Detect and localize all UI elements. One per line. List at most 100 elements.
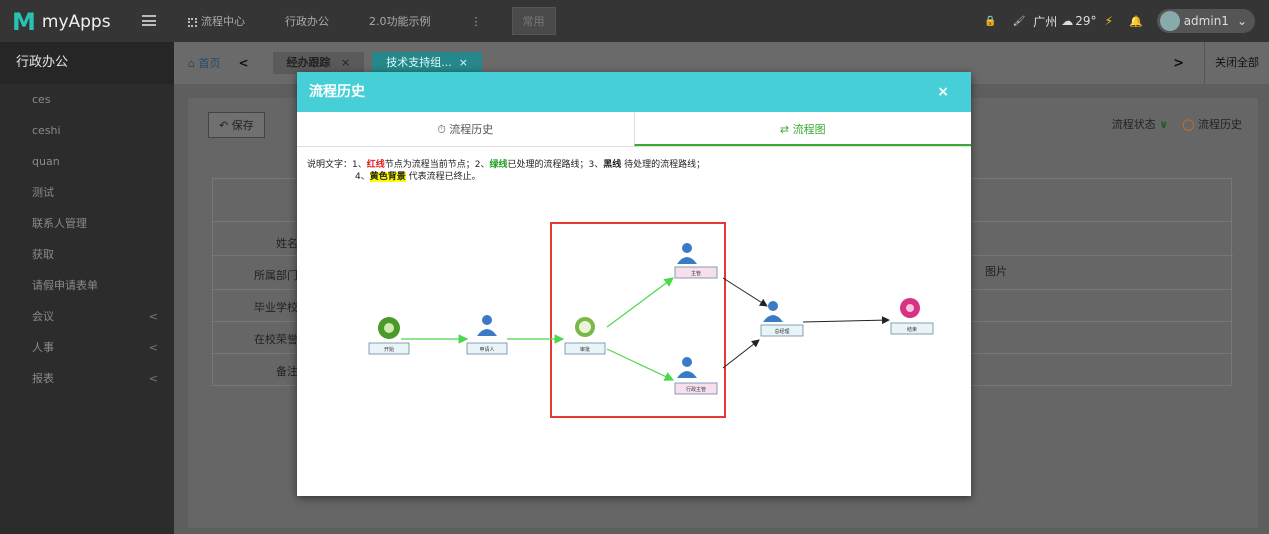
flow-history-button[interactable]: ◯ 流程历史 xyxy=(1182,116,1242,132)
bell-icon[interactable]: 🔔 xyxy=(1129,14,1143,28)
close-icon[interactable]: × xyxy=(937,84,949,100)
top-right: 🔒 🖌 广州 ☁ 29° ⚡ 🔔 admin1 ⌄ xyxy=(976,9,1255,33)
flow-status-label: 流程状态 xyxy=(1111,118,1156,131)
edge-approve-manager xyxy=(606,277,674,328)
history-icon: ◯ xyxy=(1182,118,1195,131)
bolt-icon[interactable]: ⚡ xyxy=(1104,14,1113,28)
node-admin-manager-label: 行政主管 xyxy=(686,386,706,393)
sidebar-item-label: quan xyxy=(32,155,60,168)
current-node-highlight xyxy=(550,222,726,418)
chevron-left-icon: < xyxy=(148,372,158,385)
sidebar-item-hr[interactable]: 人事 < xyxy=(0,332,174,363)
chevron-left-icon: < xyxy=(148,341,158,354)
tab-flow-diagram[interactable]: ⇄ 流程图 xyxy=(633,112,971,146)
nav-admin-office[interactable]: 行政办公 xyxy=(285,15,329,28)
avatar xyxy=(1159,11,1180,31)
image-label: 图片 xyxy=(985,265,1007,278)
save-label: 保存 xyxy=(231,119,254,132)
chevron-left-icon: < xyxy=(148,310,158,323)
tab-label: 流程图 xyxy=(792,123,826,136)
lock-icon[interactable]: 🔒 xyxy=(984,15,997,27)
sidebar-item-fetch[interactable]: 获取 xyxy=(0,239,174,270)
node-approve[interactable]: 审批 xyxy=(564,317,606,355)
top-nav: 流程中心 行政办公 2.0功能示例 ⋮ 常用 xyxy=(188,0,596,42)
chevron-down-icon: ∨ xyxy=(1159,118,1169,131)
node-applicant[interactable]: 申请人 xyxy=(466,315,508,355)
edge-approve-admin xyxy=(606,348,675,381)
sidebar-item-quan[interactable]: quan xyxy=(0,146,174,177)
tabs-bar: ⌂ 首页 < 经办跟踪 × 技术支持组... × > 关闭全部 xyxy=(174,42,1269,84)
chevron-down-icon: ⌄ xyxy=(1236,14,1247,28)
sidebar-item-label: 联系人管理 xyxy=(32,217,87,230)
desc-text: 说明文字：1、 xyxy=(307,160,367,170)
sidebar-item-leave-form[interactable]: 请假申请表单 xyxy=(0,270,174,301)
tab-label: 技术支持组... xyxy=(386,56,452,69)
node-start[interactable]: 开始 xyxy=(368,317,410,355)
flow-status-dropdown[interactable]: 流程状态 ∨ xyxy=(1112,116,1168,132)
node-manager-label: 主管 xyxy=(691,270,701,277)
menu-toggle-icon[interactable] xyxy=(142,15,156,26)
temperature: 29° xyxy=(1075,14,1097,28)
desc-black: 黑线 xyxy=(603,160,622,170)
tab-home-label: 首页 xyxy=(198,57,221,70)
username: admin1 xyxy=(1183,14,1229,28)
sidebar-item-ces[interactable]: ces xyxy=(0,84,174,115)
node-gm[interactable]: 总经理 xyxy=(760,301,804,337)
user-menu[interactable]: admin1 ⌄ xyxy=(1156,9,1255,33)
sidebar-item-label: ces xyxy=(32,93,51,106)
sidebar-item-test[interactable]: 测试 xyxy=(0,177,174,208)
edge-manager-gm xyxy=(722,277,768,307)
tab-tracking[interactable]: 经办跟踪 × xyxy=(272,52,365,74)
close-icon[interactable]: × xyxy=(458,56,468,69)
sidebar-item-reports[interactable]: 报表 < xyxy=(0,363,174,394)
status-bar: 流程状态 ∨ ◯ 流程历史 xyxy=(1112,116,1242,132)
node-start-label: 开始 xyxy=(384,346,394,353)
sidebar-item-label: 请假申请表单 xyxy=(32,279,98,292)
sidebar-item-label: 测试 xyxy=(32,186,54,199)
sidebar-item-label: 报表 xyxy=(32,372,54,385)
tab-home[interactable]: ⌂ 首页 xyxy=(188,57,221,70)
sidebar: 行政办公 ces ceshi quan 测试 联系人管理 获取 请假申请表单 会… xyxy=(0,42,174,534)
desc-text: 4、 xyxy=(355,172,370,182)
sidebar-item-label: ceshi xyxy=(32,124,61,137)
tab-label: 经办跟踪 xyxy=(286,56,331,69)
node-end[interactable]: 结束 xyxy=(890,298,934,335)
nav-process-center[interactable]: 流程中心 xyxy=(188,13,245,29)
clock-icon: ⏱ xyxy=(437,123,446,136)
top-bar: M myApps 流程中心 行政办公 2.0功能示例 ⋮ 常用 🔒 🖌 广州 ☁… xyxy=(0,0,1269,42)
node-admin-manager[interactable]: 行政主管 xyxy=(674,357,718,395)
desc-text: 待处理的流程路线； xyxy=(621,160,706,170)
node-applicant-label: 申请人 xyxy=(479,346,494,353)
legend-description: 说明文字：1、红线节点为流程当前节点；2、绿线已处理的流程路线；3、黑线 待处理… xyxy=(297,147,971,183)
tab-flow-history[interactable]: ⏱ 流程历史 xyxy=(297,112,634,146)
tabs-scroll-left-icon[interactable]: < xyxy=(238,56,249,70)
city-label: 广州 xyxy=(1033,14,1058,29)
tab-tech-support[interactable]: 技术支持组... × xyxy=(372,52,482,74)
node-end-label: 结束 xyxy=(907,326,917,333)
logo[interactable]: M myApps xyxy=(12,8,111,36)
logo-mark: M xyxy=(12,8,36,36)
field-honor-label: 在校荣誉 xyxy=(254,333,298,346)
sidebar-item-meeting[interactable]: 会议< xyxy=(0,301,174,332)
desc-green: 绿线 xyxy=(489,160,508,170)
node-manager[interactable]: 主管 xyxy=(674,243,718,279)
node-approve-label: 审批 xyxy=(580,346,590,353)
sidebar-item-label: 人事 xyxy=(32,341,54,354)
close-icon[interactable]: × xyxy=(341,56,351,69)
save-button[interactable]: ↶ 保存 xyxy=(208,112,265,138)
nav-demo[interactable]: 2.0功能示例 xyxy=(369,15,431,28)
sidebar-item-ceshi[interactable]: ceshi xyxy=(0,115,174,146)
desc-text: 节点为流程当前节点；2、 xyxy=(384,160,490,170)
common-button[interactable]: 常用 xyxy=(511,7,556,35)
edge-admin-gm xyxy=(722,339,760,369)
tabs-scroll-right-icon[interactable]: > xyxy=(1173,55,1184,71)
node-gm-label: 总经理 xyxy=(774,328,789,335)
flow-diagram: 开始 申请人 审批 主管 xyxy=(368,222,934,418)
flow-icon: ⇄ xyxy=(779,123,790,136)
desc-text: 已处理的流程路线；3、 xyxy=(507,160,604,170)
brush-icon[interactable]: 🖌 xyxy=(1012,15,1026,27)
close-all-button[interactable]: 关闭全部 xyxy=(1204,42,1269,84)
modal-header: 流程历史 × xyxy=(297,72,971,112)
more-icon[interactable]: ⋮ xyxy=(470,14,482,28)
sidebar-item-contacts[interactable]: 联系人管理 xyxy=(0,208,174,239)
